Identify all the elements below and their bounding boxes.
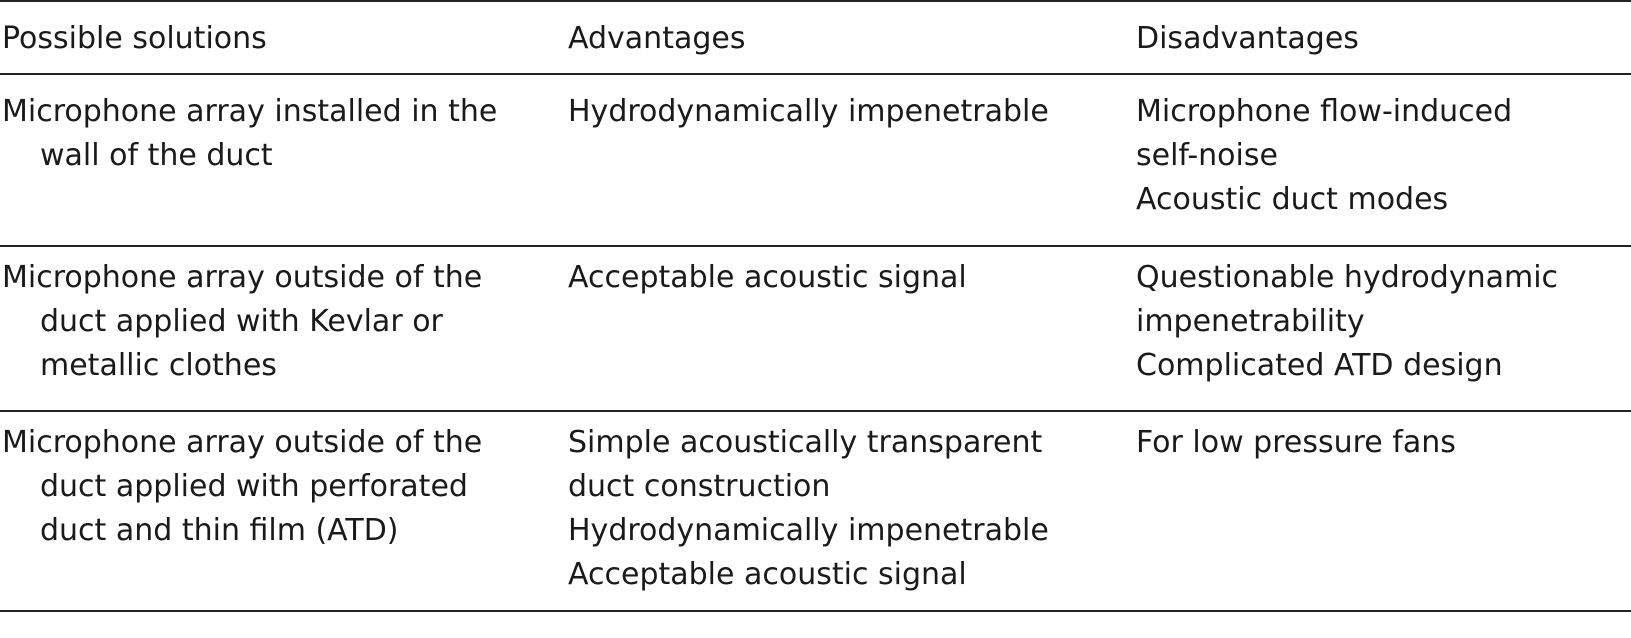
table-row-1-disadvantages: Microphone flow-induced self-noise Acous…	[1136, 90, 1512, 222]
cell-line: wall of the duct	[40, 138, 273, 173]
cell-line: Questionable hydrodynamic	[1136, 260, 1559, 295]
cell-line: Acceptable acoustic signal	[568, 557, 967, 592]
cell-line: Microphone array installed in the	[2, 94, 498, 129]
cell-line: metallic clothes	[40, 348, 277, 383]
table-row-2-solution: Microphone array outside of the duct app…	[2, 256, 482, 388]
cell-line: Microphone array outside of the	[2, 425, 483, 460]
cell-line: Hydrodynamically impenetrable	[568, 513, 1049, 548]
header-advantages: Advantages	[568, 21, 746, 56]
cell-line: Hydrodynamically impenetrable	[568, 94, 1049, 129]
table-row-1-solution: Microphone array installed in the wall o…	[2, 90, 497, 178]
row-divider	[0, 410, 1631, 412]
cell-line: Acceptable acoustic signal	[568, 260, 967, 295]
table-row-3-advantages: Simple acoustically transparent duct con…	[568, 421, 1049, 597]
table-bottom-rule	[0, 610, 1631, 612]
cell-line: Microphone array outside of the	[2, 260, 483, 295]
table-row-2-disadvantages: Questionable hydrodynamic impenetrabilit…	[1136, 256, 1558, 388]
table-row-3-solution: Microphone array outside of the duct app…	[2, 421, 482, 553]
cell-line: self-noise	[1136, 138, 1278, 173]
row-divider	[0, 245, 1631, 247]
cell-line: Simple acoustically transparent	[568, 425, 1043, 460]
table-row-3-disadvantages: For low pressure fans	[1136, 421, 1456, 465]
cell-line: impenetrability	[1136, 304, 1365, 339]
header-bottom-rule	[0, 73, 1631, 75]
table-top-rule	[0, 0, 1631, 2]
header-disadvantages: Disadvantages	[1136, 21, 1359, 56]
table-row-1-advantages: Hydrodynamically impenetrable	[568, 90, 1049, 134]
table-row-2-advantages: Acceptable acoustic signal	[568, 256, 967, 300]
cell-line: For low pressure fans	[1136, 425, 1456, 460]
cell-line: duct and thin film (ATD)	[40, 513, 399, 548]
cell-line: duct applied with perforated	[40, 469, 468, 504]
cell-line: Acoustic duct modes	[1136, 182, 1449, 217]
header-possible-solutions: Possible solutions	[2, 21, 267, 56]
cell-line: duct construction	[568, 469, 831, 504]
cell-line: Microphone flow-induced	[1136, 94, 1513, 129]
cell-line: Complicated ATD design	[1136, 348, 1503, 383]
cell-line: duct applied with Kevlar or	[40, 304, 443, 339]
